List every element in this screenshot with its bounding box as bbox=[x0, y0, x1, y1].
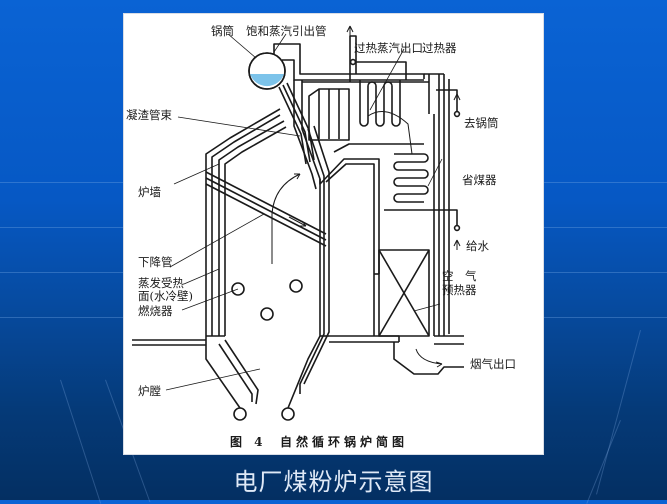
economizer-coils bbox=[384, 74, 461, 232]
label-furnace-wall: 炉墙 bbox=[138, 185, 161, 199]
lower-header-right bbox=[281, 407, 295, 421]
label-economizer: 省煤器 bbox=[462, 173, 497, 187]
label-superheater: 过热器 bbox=[422, 41, 457, 55]
burner-ports bbox=[231, 279, 303, 321]
label-air-preheater-1: 空 气 bbox=[442, 269, 477, 283]
superheater-platen bbox=[308, 88, 350, 141]
slag-screen-tubes bbox=[278, 80, 317, 190]
saturated-steam-pipe bbox=[273, 43, 425, 79]
air-preheater bbox=[373, 114, 435, 337]
label-superheated-steam-outlet: 过热蒸汽出口 bbox=[354, 41, 423, 55]
steam-drum bbox=[248, 52, 286, 90]
slide-title: 电厂煤粉炉示意图 bbox=[233, 468, 434, 496]
flue-gas-outlet-duct bbox=[393, 335, 464, 375]
rear-water-wall bbox=[287, 80, 400, 409]
label-slag-screen: 凝渣管束 bbox=[126, 108, 172, 122]
label-evaporating-surface-2: 面(水冷壁) bbox=[138, 289, 193, 303]
convection-pass-walls bbox=[319, 73, 450, 336]
label-flue-gas-outlet: 烟气出口 bbox=[470, 357, 516, 371]
label-saturated-steam-pipe: 饱和蒸汽引出管 bbox=[246, 24, 327, 38]
label-drum: 锅筒 bbox=[211, 24, 234, 38]
label-air-preheater-2: 预热器 bbox=[442, 283, 477, 297]
label-feedwater: 给水 bbox=[466, 239, 489, 253]
leader-lines bbox=[165, 33, 443, 391]
label-evaporating-surface-1: 蒸发受热 bbox=[138, 276, 184, 290]
flow-arrows bbox=[271, 25, 461, 264]
label-furnace: 炉膛 bbox=[138, 384, 161, 398]
label-downcomer: 下降管 bbox=[138, 255, 173, 269]
lower-header-left bbox=[233, 407, 247, 421]
boiler-schematic bbox=[132, 25, 464, 421]
figure-caption-text: 自然循环锅炉简图 bbox=[280, 435, 409, 449]
figure-caption-number: 图 4 bbox=[230, 435, 267, 449]
label-burner: 燃烧器 bbox=[138, 304, 173, 318]
left-water-wall bbox=[132, 108, 287, 409]
downcomer-pipes bbox=[205, 171, 327, 247]
superheater-coils bbox=[349, 35, 407, 127]
boiler-diagram-panel: 锅筒 饱和蒸汽引出管 过热蒸汽出口 过热器 凝渣管束 去锅筒 炉墙 省煤器 给水… bbox=[123, 13, 544, 455]
label-to-drum: 去锅筒 bbox=[464, 116, 499, 130]
